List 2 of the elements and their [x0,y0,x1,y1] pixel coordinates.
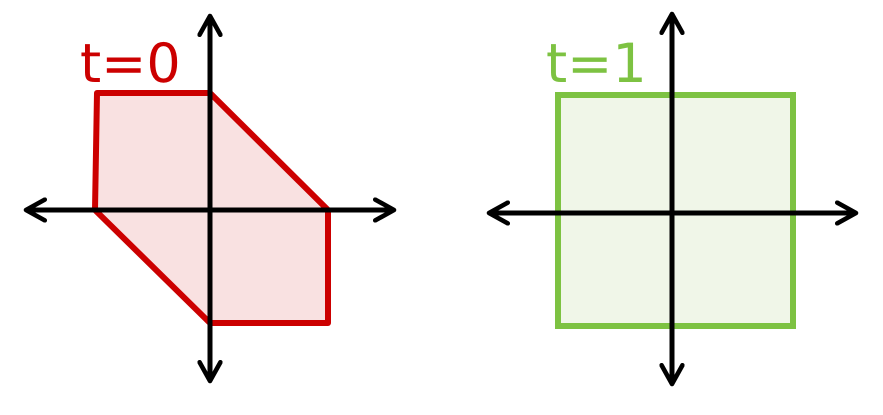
plot-label: t=1 [546,36,647,92]
plot-label: t=0 [80,36,181,92]
